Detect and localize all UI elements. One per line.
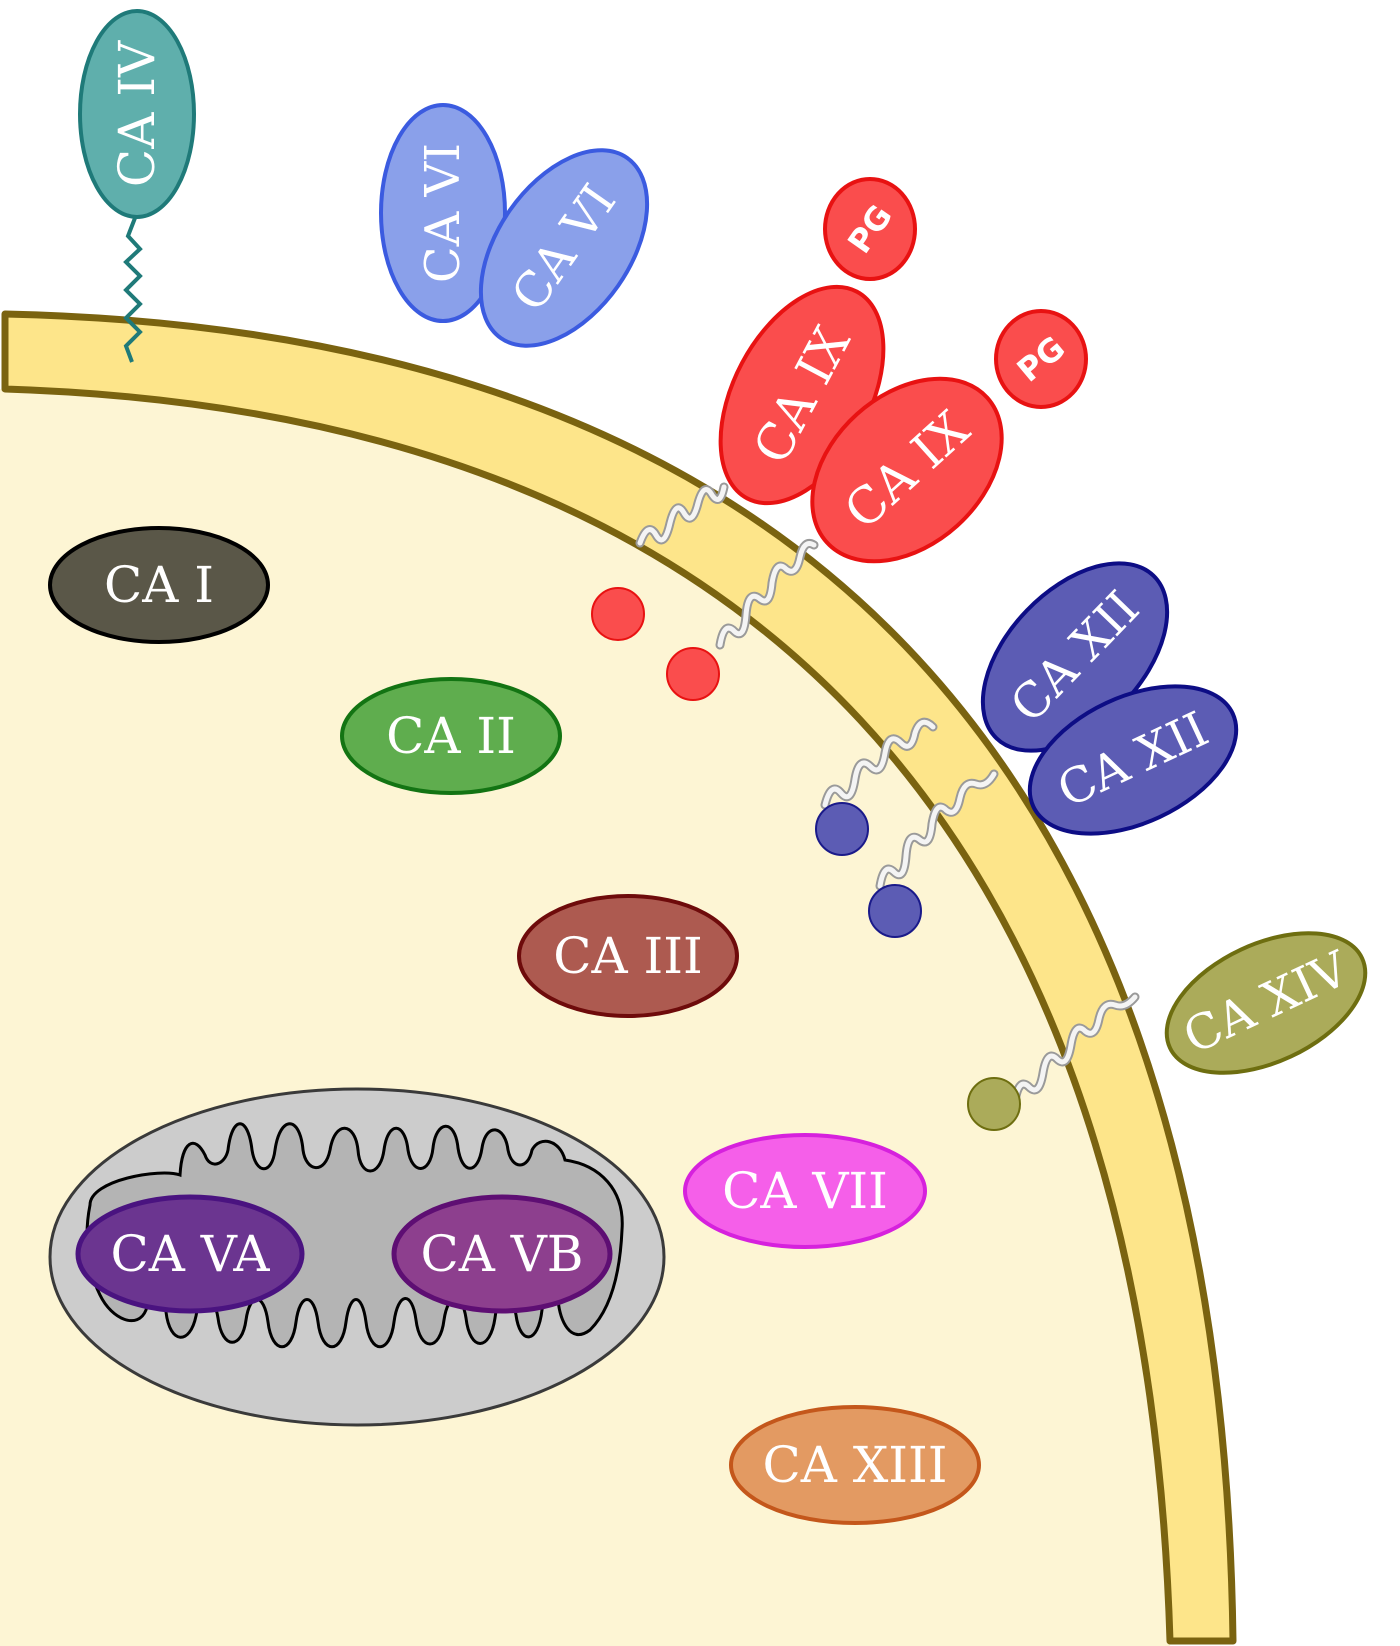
- transmembrane-helix: [820, 717, 938, 810]
- ca9-ellipse-2: [810, 376, 1004, 564]
- ca12-dimer: CA XII CA XII: [815, 561, 1239, 938]
- transmembrane-helix: [715, 539, 819, 650]
- ca5a-label: CA VA: [110, 1225, 270, 1283]
- ca12-ellipse-2: [1027, 684, 1239, 836]
- ca7-ellipse: [683, 1133, 927, 1249]
- ca6-ellipse-1: [379, 103, 507, 323]
- ca9-cytoplasmic-tail: [591, 587, 645, 641]
- ca13-protein: CA XIII: [729, 1405, 981, 1525]
- ca6-dimer: CA VI CA VI: [379, 103, 650, 348]
- ca1-label: CA I: [104, 556, 214, 614]
- ca7-protein: CA VII: [683, 1133, 927, 1249]
- ca9-dimer: PG PG CA IX CA IX: [591, 177, 1088, 701]
- ca1-protein: CA I: [48, 526, 270, 644]
- ca2-label: CA II: [386, 707, 516, 765]
- ca4-label: CA IV: [108, 40, 166, 187]
- ca6-label-1: CA VI: [415, 143, 471, 283]
- mitochondrion: CA VA CA VB: [48, 1087, 666, 1427]
- ca14-cytoplasmic-tail: [967, 1077, 1021, 1131]
- ca14-ellipse: [1164, 931, 1368, 1075]
- ca13-ellipse: [729, 1405, 981, 1525]
- ca5a-ellipse: [75, 1194, 305, 1314]
- ca3-ellipse: [517, 894, 739, 1018]
- ca12-cytoplasmic-tail: [868, 884, 922, 938]
- cell-membrane: [1, 310, 1237, 1645]
- gpi-anchor: [123, 217, 143, 363]
- pg-domain: [994, 309, 1088, 409]
- ca3-label: CA III: [553, 927, 703, 985]
- ca12-cytoplasmic-tail: [815, 802, 869, 856]
- ca13-label: CA XIII: [762, 1436, 947, 1494]
- ca9-cytoplasmic-tail: [666, 647, 720, 701]
- ca2-protein: CA II: [340, 677, 562, 795]
- ca3-protein: CA III: [517, 894, 739, 1018]
- ca5b-label: CA VB: [420, 1225, 583, 1283]
- ca4-protein: CA IV: [78, 9, 196, 363]
- ca5b-ellipse: [391, 1194, 613, 1314]
- ca4-ellipse: [78, 9, 196, 219]
- ca1-ellipse: [48, 526, 270, 644]
- ca6-ellipse-2: [478, 148, 650, 348]
- ca7-label: CA VII: [722, 1162, 888, 1220]
- transmembrane-helix: [875, 769, 999, 891]
- transmembrane-helix-inner: [1012, 994, 1138, 1104]
- pg-domain: [823, 177, 917, 281]
- transmembrane-helix: [635, 482, 729, 548]
- ca2-ellipse: [340, 677, 562, 795]
